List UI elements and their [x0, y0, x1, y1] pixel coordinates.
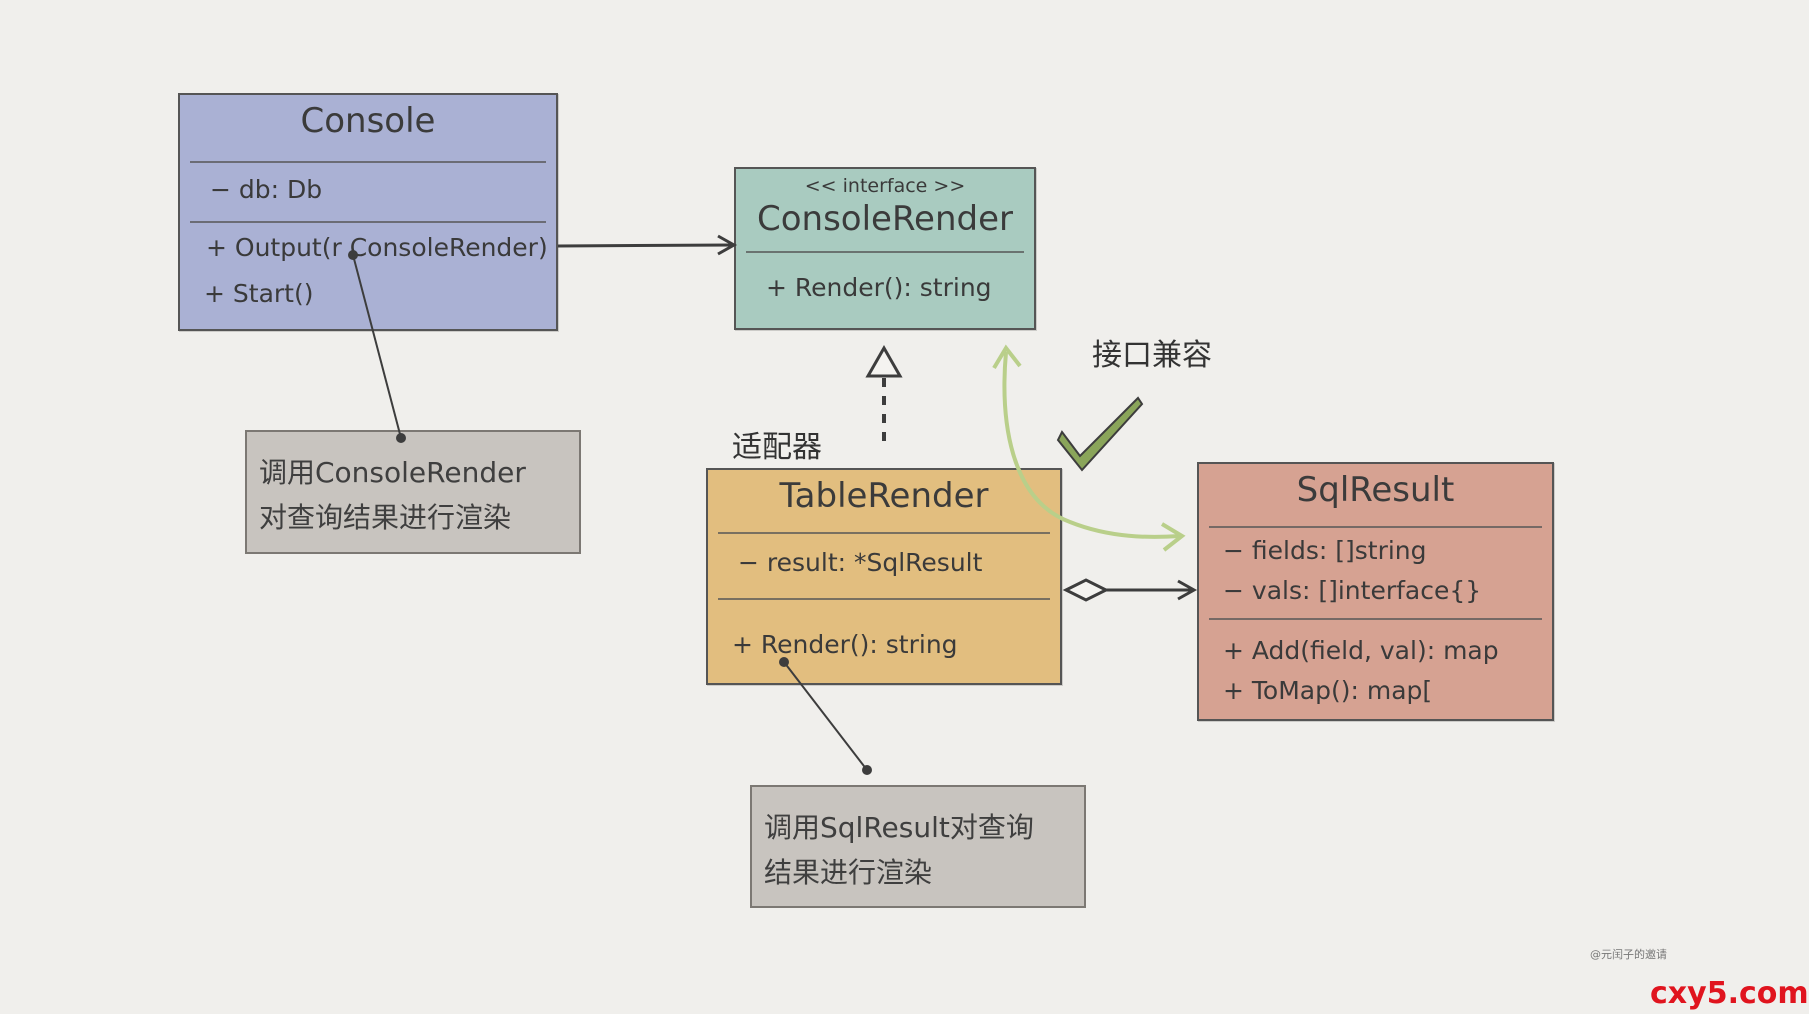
- console-render-method-render: + Render(): string: [766, 273, 992, 302]
- sql-result-method-add: + Add(field, val): map: [1223, 636, 1499, 665]
- console-note-line-2: 对查询结果进行渲染: [259, 501, 512, 534]
- console-render-interface: << interface >> ConsoleRender + Render()…: [734, 167, 1036, 330]
- console-note-connector: [352, 254, 402, 439]
- table-note-line-1: 调用SqlResult对查询: [764, 811, 1034, 844]
- sql-result-method-tomap: + ToMap(): map[: [1223, 676, 1433, 705]
- adapter-label: 适配器: [732, 430, 822, 465]
- association-arrowhead: [717, 234, 738, 256]
- compatibility-curve: [1002, 351, 1181, 539]
- console-separator-2: [190, 221, 546, 223]
- console-separator-1: [190, 161, 546, 163]
- console-render-name: ConsoleRender: [756, 199, 1013, 239]
- console-render-separator: [746, 251, 1024, 253]
- sql-result-name: SqlResult: [1296, 470, 1455, 510]
- console-method-output: + Output(r ConsoleRender): [206, 233, 548, 262]
- table-note-connector: [783, 661, 868, 771]
- aggregation-diamond: [1062, 578, 1110, 602]
- author-credit: @元闰子的邀请: [1590, 948, 1667, 961]
- table-render-separator-2: [718, 598, 1050, 600]
- table-render-separator-1: [718, 532, 1050, 534]
- aggregation-arrowhead: [1177, 579, 1198, 601]
- interface-stereotype: << interface >>: [804, 175, 966, 197]
- interface-compatible-label: 接口兼容: [1092, 338, 1212, 373]
- sql-result-attribute-vals: − vals: []interface{}: [1223, 576, 1482, 605]
- table-render-method-render: + Render(): string: [732, 630, 958, 659]
- realization-arrowhead: [865, 344, 903, 378]
- console-note-line-1: 调用ConsoleRender: [259, 456, 526, 489]
- table-note-dot: [862, 765, 872, 775]
- sql-result-separator-1: [1209, 526, 1542, 528]
- console-class: Console − db: Db + Output(r ConsoleRende…: [178, 93, 558, 331]
- sql-result-class: SqlResult − fields: []string − vals: []i…: [1197, 462, 1554, 721]
- sql-result-attribute-fields: − fields: []string: [1223, 536, 1427, 565]
- site-watermark: cxy5.com: [1650, 976, 1809, 1011]
- compatibility-arrowhead-right: [1160, 522, 1186, 552]
- table-note-line-2: 结果进行渲染: [764, 856, 933, 889]
- diagram-connectors: [348, 234, 1198, 775]
- console-note-dot: [396, 433, 406, 443]
- console-class-name: Console: [300, 101, 436, 141]
- association-line: [557, 243, 733, 248]
- table-render-class: TableRender − result: *SqlResult + Rende…: [706, 468, 1062, 685]
- check-mark-icon: [1056, 396, 1144, 472]
- table-render-attribute-result: − result: *SqlResult: [738, 548, 983, 577]
- compatibility-arrowhead-top: [992, 344, 1022, 370]
- console-attribute-db: − db: Db: [210, 175, 323, 204]
- sql-result-separator-2: [1209, 618, 1542, 620]
- table-render-note: 调用SqlResult对查询 结果进行渲染: [750, 785, 1086, 908]
- console-method-start: + Start(): [204, 279, 314, 308]
- table-render-name: TableRender: [779, 476, 989, 516]
- console-note: 调用ConsoleRender 对查询结果进行渲染: [245, 430, 581, 554]
